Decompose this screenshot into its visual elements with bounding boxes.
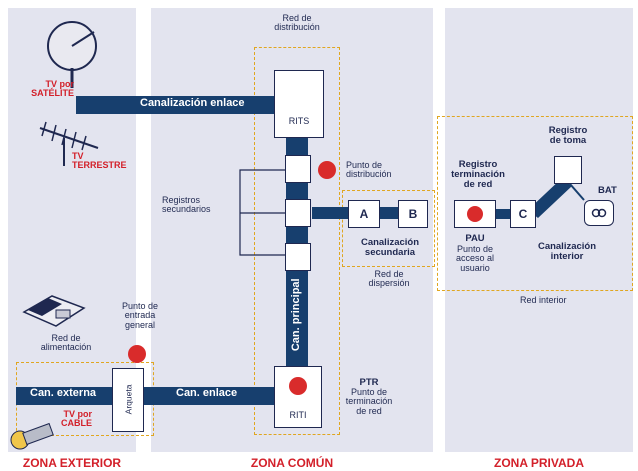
pau-desc-line3: usuario bbox=[460, 262, 490, 273]
tv-satelite-line1: TV por bbox=[45, 79, 75, 89]
ptr-line1: Punto de bbox=[350, 386, 388, 397]
riti-label: RITI bbox=[289, 410, 307, 420]
bat-box bbox=[584, 200, 614, 226]
canalizacion-interior-label: Canalización interior bbox=[530, 242, 604, 262]
ptr-label-group: PTR Punto de terminación de red bbox=[336, 378, 402, 416]
registros-connector bbox=[239, 169, 286, 256]
registro-terminacion-line3: de red bbox=[463, 178, 493, 190]
tv-terrestre-line1: TV bbox=[72, 151, 84, 161]
punto-entrada-line2: entrada bbox=[124, 310, 156, 321]
pipe-pau-c bbox=[496, 209, 510, 219]
registro-terminacion-line1: Registro bbox=[458, 159, 498, 170]
registro-toma-line1: Registro bbox=[548, 125, 588, 136]
red-alimentacion-label: Red de alimentación bbox=[20, 333, 112, 353]
canalizacion-enlace-pipe bbox=[76, 96, 276, 114]
canalizacion-secundaria-line1: Canalización bbox=[360, 237, 420, 248]
tv-satelite-line2: SATÉLITE bbox=[31, 88, 74, 99]
punto-distribucion-line2: distribución bbox=[346, 169, 392, 180]
registro-toma-box bbox=[554, 156, 582, 184]
red-interior-label: Red interior bbox=[520, 295, 567, 305]
registro-terminacion-label: Registro terminación de red bbox=[448, 160, 508, 190]
registro-toma-label: Registro de toma bbox=[540, 126, 596, 146]
zona-privada-title: ZONA PRIVADA bbox=[494, 456, 584, 470]
canalizacion-enlace-label: Canalización enlace bbox=[140, 97, 245, 109]
ptr-dot bbox=[289, 377, 307, 395]
can-enlace-pipe bbox=[112, 387, 274, 405]
pau-desc-line2: acceso al bbox=[455, 253, 495, 264]
ptr-line2: terminación bbox=[345, 396, 393, 407]
red-alimentacion-line1: Red de bbox=[51, 333, 81, 343]
pau-box bbox=[454, 200, 496, 228]
tv-cable-line1: TV por bbox=[63, 409, 93, 419]
punto-distribucion-line1: Punto de bbox=[346, 160, 383, 170]
red-distribucion-line2: distribución bbox=[274, 22, 320, 33]
can-principal-label: Can. principal bbox=[290, 278, 303, 352]
punto-distribucion-dot bbox=[318, 161, 336, 179]
rits-box: RITS bbox=[274, 70, 324, 138]
registro-secundario-1 bbox=[285, 155, 311, 183]
can-externa-label: Can. externa bbox=[30, 387, 97, 399]
tv-terrestre-line2: TERRESTRE bbox=[72, 160, 127, 171]
registros-secundarios-line2: secundarios bbox=[162, 204, 211, 215]
terrestrial-antenna-icon bbox=[39, 121, 99, 166]
tv-cable-label: TV por CABLE bbox=[50, 409, 93, 429]
tv-satelite-label: TV por SATÉLITE bbox=[14, 79, 75, 99]
ptr-line3: de red bbox=[356, 405, 382, 416]
arqueta-label: Arqueta bbox=[123, 384, 134, 415]
canalizacion-secundaria-pipe bbox=[312, 207, 348, 219]
red-dispersion-line2: dispersión bbox=[368, 278, 410, 289]
registro-c-box: C bbox=[510, 200, 536, 228]
arqueta-box: Arqueta bbox=[112, 368, 144, 432]
red-alimentacion-line2: alimentación bbox=[40, 342, 92, 353]
pau-label: PAU bbox=[465, 233, 485, 244]
red-dispersion-line1: Red de bbox=[374, 269, 404, 279]
pau-dot bbox=[467, 206, 483, 222]
cable-connector-icon bbox=[10, 422, 54, 450]
canalizacion-secundaria-line2: secundaria bbox=[364, 246, 416, 258]
canalizacion-interior-line2: interior bbox=[550, 250, 584, 262]
can-enlace-label: Can. enlace bbox=[176, 387, 238, 399]
tv-terrestre-label: TV TERRESTRE bbox=[72, 151, 134, 171]
pau-desc-line1: Punto de bbox=[456, 244, 494, 254]
punto-distribucion-label: Punto de distribución bbox=[346, 160, 392, 180]
red-distribucion-line1: Red de bbox=[282, 13, 312, 23]
red-dispersion-label: Red de dispersión bbox=[345, 269, 433, 289]
tv-cable-line2: CABLE bbox=[61, 418, 92, 429]
red-dispersion-region bbox=[342, 190, 435, 267]
canalizacion-secundaria-label: Canalización secundaria bbox=[342, 238, 438, 258]
telephone-icon bbox=[22, 295, 86, 327]
registro-b-box: B bbox=[398, 200, 428, 228]
can-externa-pipe bbox=[16, 387, 112, 405]
punto-entrada-line3: general bbox=[124, 319, 156, 330]
registro-toma-line2: de toma bbox=[549, 134, 587, 146]
canalizacion-interior-line1: Canalización bbox=[537, 241, 597, 252]
bat-label: BAT bbox=[598, 185, 617, 196]
rits-label: RITS bbox=[288, 116, 310, 126]
red-interior-region bbox=[437, 116, 633, 291]
ptr-title: PTR bbox=[359, 377, 379, 388]
registro-terminacion-line2: terminación bbox=[451, 168, 505, 180]
registros-secundarios-label: Registros secundarios bbox=[162, 195, 211, 215]
bat-socket-icon bbox=[591, 208, 607, 218]
registro-a-box: A bbox=[348, 200, 380, 228]
canalizacion-interior-pipe bbox=[528, 178, 585, 218]
registro-secundario-3 bbox=[285, 243, 311, 271]
registros-secundarios-line1: Registros bbox=[162, 195, 201, 205]
zona-privada-panel bbox=[445, 8, 633, 452]
red-distribucion-region bbox=[254, 47, 340, 435]
punto-entrada-dot bbox=[128, 345, 146, 363]
punto-entrada-label: Punto de entrada general bbox=[110, 301, 170, 330]
riti-box: RITI bbox=[274, 366, 322, 428]
zona-comun-title: ZONA COMÚN bbox=[250, 456, 334, 470]
satellite-dish-icon bbox=[47, 21, 97, 88]
red-distribucion-label: Red de distribución bbox=[254, 13, 340, 33]
punto-entrada-line1: Punto de bbox=[121, 301, 159, 311]
registro-secundario-2 bbox=[285, 199, 311, 227]
pau-desc-label: Punto de acceso al usuario bbox=[446, 244, 504, 273]
zona-exterior-title: ZONA EXTERIOR bbox=[22, 456, 122, 470]
pipe-a-b bbox=[380, 207, 398, 219]
